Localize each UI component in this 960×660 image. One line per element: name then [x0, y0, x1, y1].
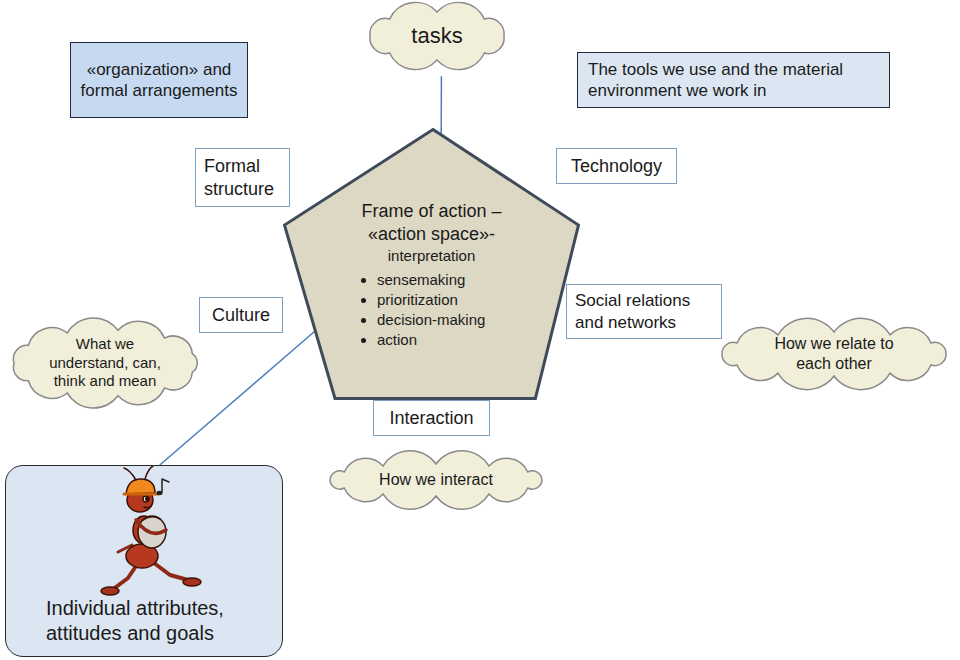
node-text: tasks: [384, 22, 490, 50]
node-text: What we understand, can, think and mean: [36, 335, 174, 391]
node-text: prioritization: [377, 290, 560, 310]
interaction-note-cloud: How we interact: [318, 452, 554, 508]
organization-box: «organization» and formal arrangements: [70, 42, 248, 118]
social-relations-box: Social relations and networks: [566, 284, 722, 339]
bullet-list: sensemakingprioritizationdecision-making…: [353, 270, 560, 350]
node-text: action: [377, 330, 560, 350]
cloud-outline: [710, 320, 958, 388]
shape-outline: [285, 130, 579, 399]
node-text: How we interact: [352, 470, 520, 490]
technology-box: Technology: [556, 148, 677, 184]
formal-structure-box: Formal structure: [195, 148, 290, 207]
individual-panel-fill: [5, 465, 283, 657]
node-text: Individual attributes, attitudes and goa…: [46, 596, 272, 646]
tools-box: The tools we use and the material enviro…: [577, 52, 890, 108]
ant-illustration: [101, 466, 201, 595]
node-text: Technology: [563, 155, 670, 178]
node-text: The tools we use and the material enviro…: [588, 59, 879, 102]
node-text: decision-making: [377, 310, 560, 330]
shape-outline: [722, 318, 946, 389]
action-space-pentagon: Frame of action – «action space»- interpr…: [283, 128, 580, 400]
culture-note-cloud: What we understand, can, think and mean: [2, 318, 208, 408]
arrow-connector: [160, 313, 336, 465]
relations-note-cloud: How we relate to each other: [710, 320, 958, 388]
shape-outline: [370, 2, 504, 69]
interaction-box: Interaction: [373, 400, 490, 436]
node-text: Culture: [206, 304, 276, 327]
shape-outline: [13, 318, 197, 408]
node-text: «organization» and formal arrangements: [79, 59, 239, 102]
node-text: Formal structure: [204, 155, 281, 200]
node-text: sensemaking: [377, 270, 560, 290]
node-text: Interaction: [380, 407, 483, 430]
shape-outline: [330, 451, 542, 509]
individual-panel: Individual attributes, attitudes and goa…: [5, 465, 283, 657]
node-text: How we relate to each other: [760, 334, 908, 374]
node-text: interpretation: [303, 247, 560, 266]
tasks-cloud: tasks: [358, 0, 516, 72]
node-text: Frame of action – «action space»-: [303, 200, 560, 245]
node-text: Social relations and networks: [575, 290, 713, 333]
culture-box: Culture: [199, 297, 283, 333]
